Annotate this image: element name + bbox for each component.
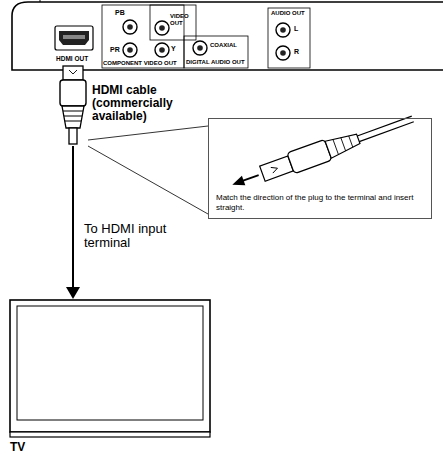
leader-line xyxy=(88,146,208,214)
device-name: TV xyxy=(10,440,25,455)
relief-ridge xyxy=(63,111,83,112)
tv-screen xyxy=(17,306,203,420)
destination-label: To HDMI input terminal xyxy=(84,222,204,251)
terminal-name: VIDEO OUT xyxy=(170,13,194,26)
pr-jack-pin xyxy=(127,47,133,53)
terminal-name: COAXIAL xyxy=(210,42,237,49)
video-jack-pin xyxy=(159,25,165,31)
coaxial-frame xyxy=(184,36,248,68)
cable xyxy=(359,122,414,142)
terminal-name: PR xyxy=(110,46,120,54)
audio-l-jack-pin xyxy=(280,27,286,33)
hdmi-port xyxy=(59,31,89,45)
audio-r-jack-pin xyxy=(280,50,286,56)
tv-node: TV xyxy=(10,300,210,437)
relief-ridge xyxy=(64,116,82,117)
audio-r-jack xyxy=(276,46,290,60)
insert-arrow-head xyxy=(231,176,246,190)
tv-body xyxy=(10,300,210,432)
terminal-name: HDMI OUT xyxy=(56,55,88,62)
relief-ridge xyxy=(333,139,338,154)
player-panel xyxy=(12,2,443,70)
relief-ridge xyxy=(65,121,81,122)
pb-jack xyxy=(123,20,137,34)
strain-relief xyxy=(325,130,361,158)
y-jack-pin xyxy=(159,47,165,53)
pb-jack-pin xyxy=(127,24,133,30)
video-jack xyxy=(155,21,169,35)
plug-tip xyxy=(63,66,83,80)
hdmi-port-pins xyxy=(63,35,85,39)
callout-text: Match the direction of the plug to the t… xyxy=(216,193,424,213)
channel-name: L xyxy=(294,25,298,33)
relief-ridge xyxy=(341,138,346,151)
y-jack xyxy=(155,43,169,57)
video-out-frame xyxy=(150,5,196,40)
rca-jacks xyxy=(123,20,290,60)
audio-l-jack xyxy=(276,23,290,37)
plug-mark xyxy=(69,70,77,74)
panel-edge xyxy=(40,0,41,2)
relief-ridge xyxy=(349,136,353,147)
terminal-name: Y xyxy=(171,45,176,53)
plug-body xyxy=(60,80,86,106)
hdmi-plug xyxy=(60,66,86,144)
terminal-name: PB xyxy=(115,9,125,17)
callout-box: Match the direction of the plug to the t… xyxy=(208,118,432,219)
insert-arrow xyxy=(242,175,259,181)
direction-arrow xyxy=(72,146,74,288)
channel-name: R xyxy=(294,48,299,56)
hdmi-port-frame xyxy=(55,26,93,50)
terminal-group-name: COMPONENT VIDEO OUT xyxy=(103,60,177,67)
coaxial-jack-pin xyxy=(197,45,203,51)
tv-stand xyxy=(10,432,210,437)
callout-plug xyxy=(229,109,417,195)
cable-label: HDMI cable (commercially available) xyxy=(92,84,210,124)
terminal-group-name: DIGITAL AUDIO OUT xyxy=(186,59,245,66)
plug-body xyxy=(287,139,332,173)
pr-jack xyxy=(123,43,137,57)
terminal-group-name: AUDIO OUT xyxy=(271,10,305,17)
plug-tip xyxy=(260,156,294,181)
coaxial-jack xyxy=(193,41,207,55)
cable xyxy=(69,128,77,144)
plug-mark xyxy=(271,165,279,173)
arrow-head xyxy=(66,287,80,299)
strain-relief xyxy=(62,106,84,128)
leader-line xyxy=(88,126,208,140)
audio-out-frame xyxy=(268,8,310,68)
